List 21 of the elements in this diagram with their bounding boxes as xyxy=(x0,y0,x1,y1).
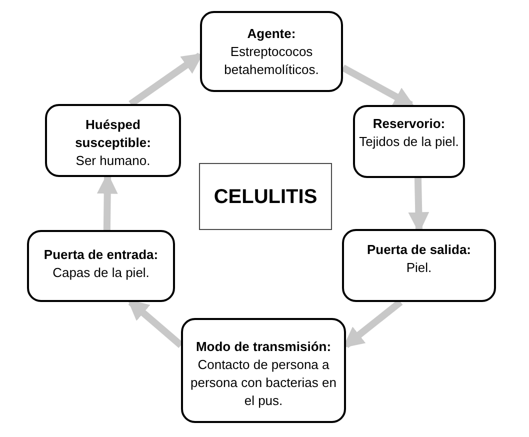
box-heading: Agente: xyxy=(247,25,296,43)
box-text: Tejidos de la piel. xyxy=(359,133,459,151)
box-heading: Puerta de entrada: xyxy=(44,246,158,264)
process-box xyxy=(200,11,343,92)
title-box xyxy=(199,163,332,230)
box-heading: Reservorio: xyxy=(372,115,446,133)
box-heading: Puerta de salida: xyxy=(366,241,472,259)
box-text: Capas de la piel. xyxy=(52,264,150,282)
arrow xyxy=(127,299,184,348)
node-label: CELULITIS xyxy=(214,184,318,210)
process-box xyxy=(181,318,346,423)
box-text: Estreptococos betahemolíticos. xyxy=(223,43,320,79)
process-box xyxy=(45,104,181,177)
box-heading: Huésped susceptible: xyxy=(74,116,152,152)
box-text: Piel. xyxy=(406,259,432,277)
box-text: Ser humano. xyxy=(76,152,150,170)
box-heading: Modo de transmisión: xyxy=(196,338,332,356)
process-box xyxy=(27,230,175,302)
box-text: Contacto de persona a persona con bacterias en el pus. xyxy=(190,356,338,410)
process-box xyxy=(342,229,496,302)
process-box xyxy=(353,105,465,178)
